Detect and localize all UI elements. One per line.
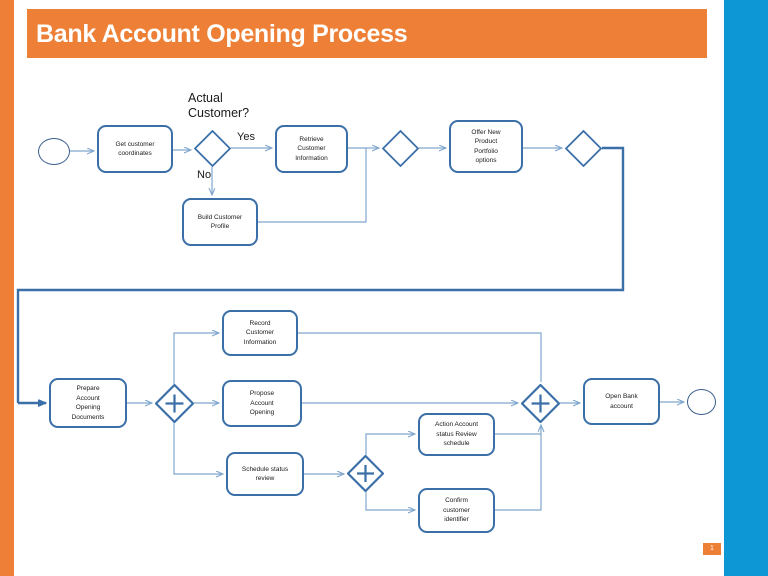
gateway-gw-split[interactable]	[155, 384, 194, 423]
gateway-gw-actual[interactable]	[194, 130, 231, 167]
start-event-icon[interactable]	[38, 138, 70, 165]
branch-label-no: No	[197, 169, 212, 181]
title-banner	[27, 9, 707, 58]
left-accent-band	[0, 0, 14, 576]
branch-label-yes: Yes	[237, 131, 255, 143]
gateway-question-line2: Customer?	[188, 106, 250, 120]
end-event-icon[interactable]	[687, 389, 716, 415]
page-title: Bank Account Opening Process	[36, 20, 408, 48]
page-number-badge: 1	[703, 543, 721, 555]
gateway-gw-join[interactable]	[521, 384, 560, 423]
gateway-gw-end-top[interactable]	[565, 130, 602, 167]
right-accent-band	[724, 0, 768, 576]
gateway-gw-split-2[interactable]	[347, 455, 384, 492]
gateway-gw-merge-1[interactable]	[382, 130, 419, 167]
gateway-question-label: Actual Customer?	[188, 91, 249, 121]
gateway-question-line1: Actual	[188, 91, 223, 105]
